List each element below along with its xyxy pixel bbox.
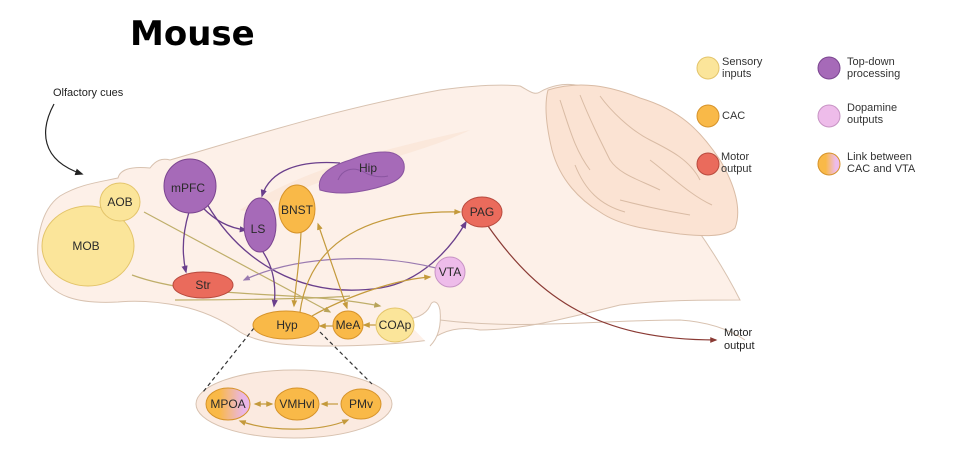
- node-bnst[interactable]: BNST: [278, 184, 316, 234]
- node-label-hip: Hip: [359, 161, 377, 175]
- legend: Sensory inputs CAC Motor output Top-down…: [696, 56, 916, 176]
- connections: [45, 103, 718, 430]
- mpfc-to-pag: [206, 203, 467, 291]
- node-hyp[interactable]: Hyp: [252, 310, 320, 340]
- node-label-aob: AOB: [107, 195, 132, 209]
- legend-item-sensory: Sensory inputs: [696, 56, 763, 80]
- pag-to-motor-output: [487, 225, 718, 343]
- ls-to-hyp: [262, 251, 278, 308]
- inset-guide-right: [319, 331, 373, 385]
- node-mpfc[interactable]: mPFC: [163, 158, 217, 214]
- legend-label: inputs: [722, 68, 752, 80]
- hyp-to-vta: [311, 274, 432, 317]
- node-label-mpoa: MPOA: [210, 397, 245, 411]
- hyp-to-pag: [299, 208, 462, 313]
- legend-label: Link between: [847, 151, 912, 163]
- legend-label: output: [721, 163, 752, 175]
- node-mob[interactable]: MOB: [41, 205, 135, 287]
- legend-item-motor: Motor output: [696, 151, 752, 176]
- legend-label: Sensory: [722, 56, 763, 68]
- mpoa-pmv-bidirectional: [238, 419, 350, 430]
- legend-item-dopamine: Dopamine outputs: [817, 102, 897, 128]
- mpfc-to-str: [181, 211, 190, 274]
- node-mpoa[interactable]: MPOA: [205, 387, 251, 421]
- node-label-mea: MeA: [336, 318, 361, 332]
- node-label-coap: COAp: [379, 318, 412, 332]
- node-pag[interactable]: PAG: [461, 196, 503, 228]
- legend-label: outputs: [847, 114, 884, 126]
- hypothalamus-contour: [404, 301, 441, 347]
- node-label-vmhvl: VMHvl: [279, 397, 314, 411]
- node-mea[interactable]: MeA: [332, 310, 364, 340]
- brainstem-contour: [439, 319, 746, 341]
- node-vmhvl[interactable]: VMHvl: [274, 387, 320, 421]
- cerebellum: [545, 84, 739, 237]
- node-aob[interactable]: AOB: [99, 182, 141, 222]
- brain-outline: [37, 83, 746, 347]
- node-str[interactable]: Str: [172, 271, 234, 299]
- node-vta[interactable]: VTA: [434, 256, 466, 288]
- legend-label: CAC: [722, 110, 745, 122]
- node-label-str: Str: [195, 278, 210, 292]
- legend-item-link: Link between CAC and VTA: [817, 151, 916, 176]
- olfactory-input-arrow: [45, 103, 84, 176]
- node-label-bnst: BNST: [281, 203, 314, 217]
- node-label-pag: PAG: [470, 205, 494, 219]
- motor-output-label-line1: Motor: [724, 327, 752, 339]
- node-label-vta: VTA: [439, 265, 461, 279]
- node-label-hyp: Hyp: [276, 318, 298, 332]
- legend-label: Motor: [721, 151, 749, 163]
- node-label-mob: MOB: [72, 239, 99, 253]
- legend-label: Top-down: [847, 56, 895, 68]
- legend-label: CAC and VTA: [847, 163, 916, 175]
- node-label-mpfc: mPFC: [171, 181, 205, 195]
- diagram-title: Mouse: [130, 14, 255, 54]
- node-label-ls: LS: [251, 222, 266, 236]
- mpfc-to-ls: [202, 207, 248, 233]
- node-coap[interactable]: COAp: [375, 307, 415, 343]
- node-hip[interactable]: Hip: [318, 151, 405, 194]
- node-pmv[interactable]: PMv: [340, 388, 382, 420]
- mob-to-coap: [131, 274, 382, 308]
- olfactory-cues-label: Olfactory cues: [53, 87, 124, 99]
- bnst-mea-bidirectional: [317, 222, 348, 310]
- legend-label: Dopamine: [847, 102, 897, 114]
- motor-output-label-line2: output: [724, 340, 755, 352]
- node-ls[interactable]: LS: [243, 197, 277, 253]
- legend-item-cac: CAC: [696, 104, 745, 128]
- hip-to-ls: [260, 161, 341, 198]
- aob-to-mea: [143, 211, 332, 313]
- node-label-pmv: PMv: [349, 397, 373, 411]
- bnst-to-hyp: [291, 231, 302, 308]
- legend-item-topdown: Top-down processing: [817, 56, 900, 80]
- legend-label: processing: [847, 68, 900, 80]
